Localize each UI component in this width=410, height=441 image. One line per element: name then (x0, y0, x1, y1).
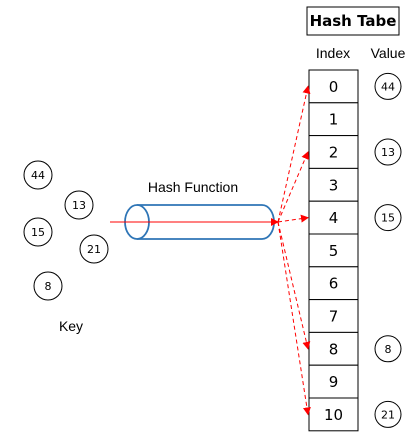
table-index-5: 5 (329, 242, 339, 260)
value-label-15: 15 (381, 212, 395, 225)
key-label-21: 21 (87, 243, 101, 256)
table-index-1: 1 (329, 111, 339, 129)
table-index-3: 3 (329, 176, 339, 194)
key-circle-21 (79, 234, 109, 264)
key-circles: 44 13 15 21 8 (23, 160, 109, 301)
table-title-box (306, 6, 400, 36)
mapping-arrow-slot-8 (277, 221, 311, 350)
value-circle-8 (374, 335, 402, 363)
mapping-arrow-slot-0 (277, 85, 311, 223)
key-label-13: 13 (72, 199, 86, 212)
table-cell-2 (308, 135, 359, 169)
value-label-13: 13 (381, 146, 395, 159)
table-cell-6 (308, 266, 359, 301)
table-index-0: 0 (329, 78, 339, 96)
mapping-arrow-slot-10 (277, 221, 311, 416)
key-circle-8 (33, 271, 63, 301)
index-header: Index (316, 45, 350, 61)
table-index-10: 10 (324, 406, 343, 424)
key-circle-13 (64, 190, 94, 220)
table-cell-10 (308, 397, 359, 432)
value-circles: 44 13 15 8 21 (374, 72, 402, 428)
hash-function-label: Hash Function (148, 179, 238, 195)
value-label-44: 44 (381, 80, 395, 93)
table-cell-4 (308, 200, 359, 235)
mapping-arrow-slot-2 (277, 151, 309, 223)
value-label-8: 8 (385, 343, 392, 356)
table-cell-0 (308, 69, 359, 104)
table-index-6: 6 (329, 275, 339, 293)
key-circle-15 (23, 217, 53, 247)
table-index-8: 8 (329, 340, 339, 358)
table-index-4: 4 (329, 209, 339, 227)
hash-table-cells: 0 1 2 3 4 5 6 7 8 9 10 (308, 69, 359, 432)
table-index-7: 7 (329, 308, 339, 326)
table-title: Hash Tabe (310, 12, 397, 30)
value-circle-21 (374, 400, 402, 428)
table-cell-9 (308, 364, 359, 399)
key-label: Key (59, 318, 83, 334)
table-index-2: 2 (329, 144, 339, 162)
value-label-21: 21 (381, 408, 395, 421)
key-circle-44 (23, 160, 53, 190)
value-circle-15 (374, 204, 402, 232)
key-label-8: 8 (45, 280, 52, 293)
mapping-arrow-slot-4 (277, 214, 309, 223)
key-label-15: 15 (31, 226, 45, 239)
value-header: Value (371, 45, 406, 61)
table-index-9: 9 (329, 373, 339, 391)
value-circle-13 (374, 138, 402, 166)
value-circle-44 (374, 72, 402, 100)
hash-mapping-arrows (277, 85, 311, 416)
table-cell-8 (308, 331, 359, 366)
key-label-44: 44 (31, 169, 45, 182)
